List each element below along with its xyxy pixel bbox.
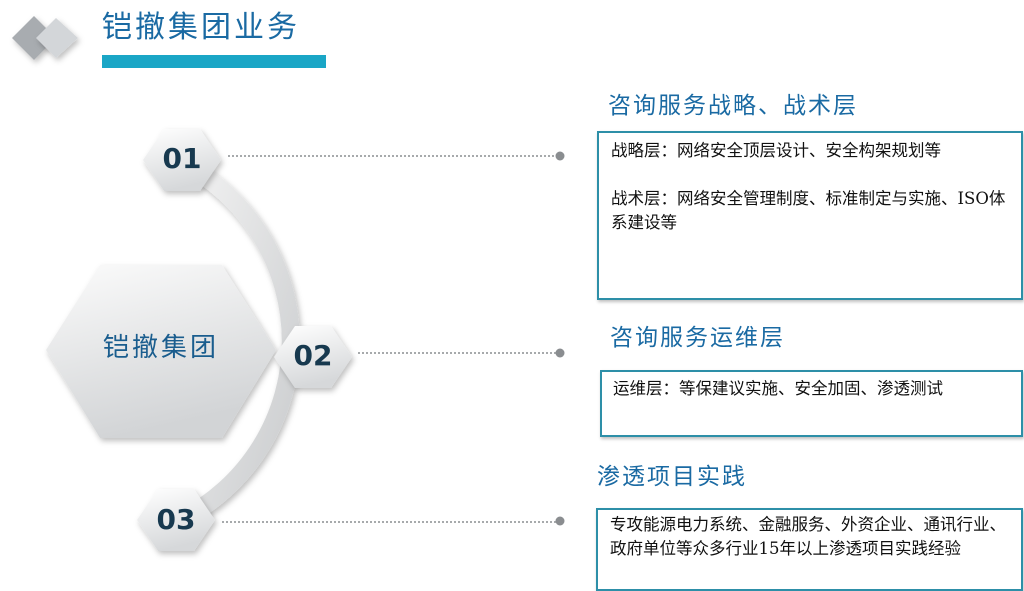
section-box-strategy: 战略层：网络安全顶层设计、安全构架规划等 战术层：网络安全管理制度、标准制定与实… [597,131,1023,300]
node-hexagon-01 [143,129,221,191]
node-hexagon-02 [274,326,352,388]
section-title-strategy: 咨询服务战略、战术层 [608,93,858,119]
title-underline [102,55,326,68]
connector-dot-03 [555,516,565,526]
section-paragraph: 战略层：网络安全顶层设计、安全构架规划等 [611,141,941,160]
title-diamond-icon [12,16,78,60]
section-title-pentest: 渗透项目实践 [597,464,747,490]
node-hexagon-03 [137,489,215,551]
section-box-pentest: 专攻能源电力系统、金融服务、外资企业、通讯行业、政府单位等众多行业15年以上渗透… [596,508,1023,591]
connector-dot-01 [555,151,565,161]
section-paragraph: 运维层：等保建议实施、安全加固、渗透测试 [613,379,943,398]
page-title: 铠撤集团业务 [102,10,300,45]
connector-dot-02 [555,348,565,358]
center-label: 铠撤集团 [102,333,219,363]
section-box-operations: 运维层：等保建议实施、安全加固、渗透测试 [600,370,1023,437]
section-title-operations: 咨询服务运维层 [610,325,785,351]
center-hexagon [46,265,276,438]
node-number-01: 01 [162,142,202,175]
section-paragraph: 专攻能源电力系统、金融服务、外资企业、通讯行业、政府单位等众多行业15年以上渗透… [610,515,1006,558]
node-number-02: 02 [293,339,333,372]
section-paragraph: 战术层：网络安全管理制度、标准制定与实施、ISO体系建设等 [611,189,1006,232]
node-number-03: 03 [156,503,196,536]
